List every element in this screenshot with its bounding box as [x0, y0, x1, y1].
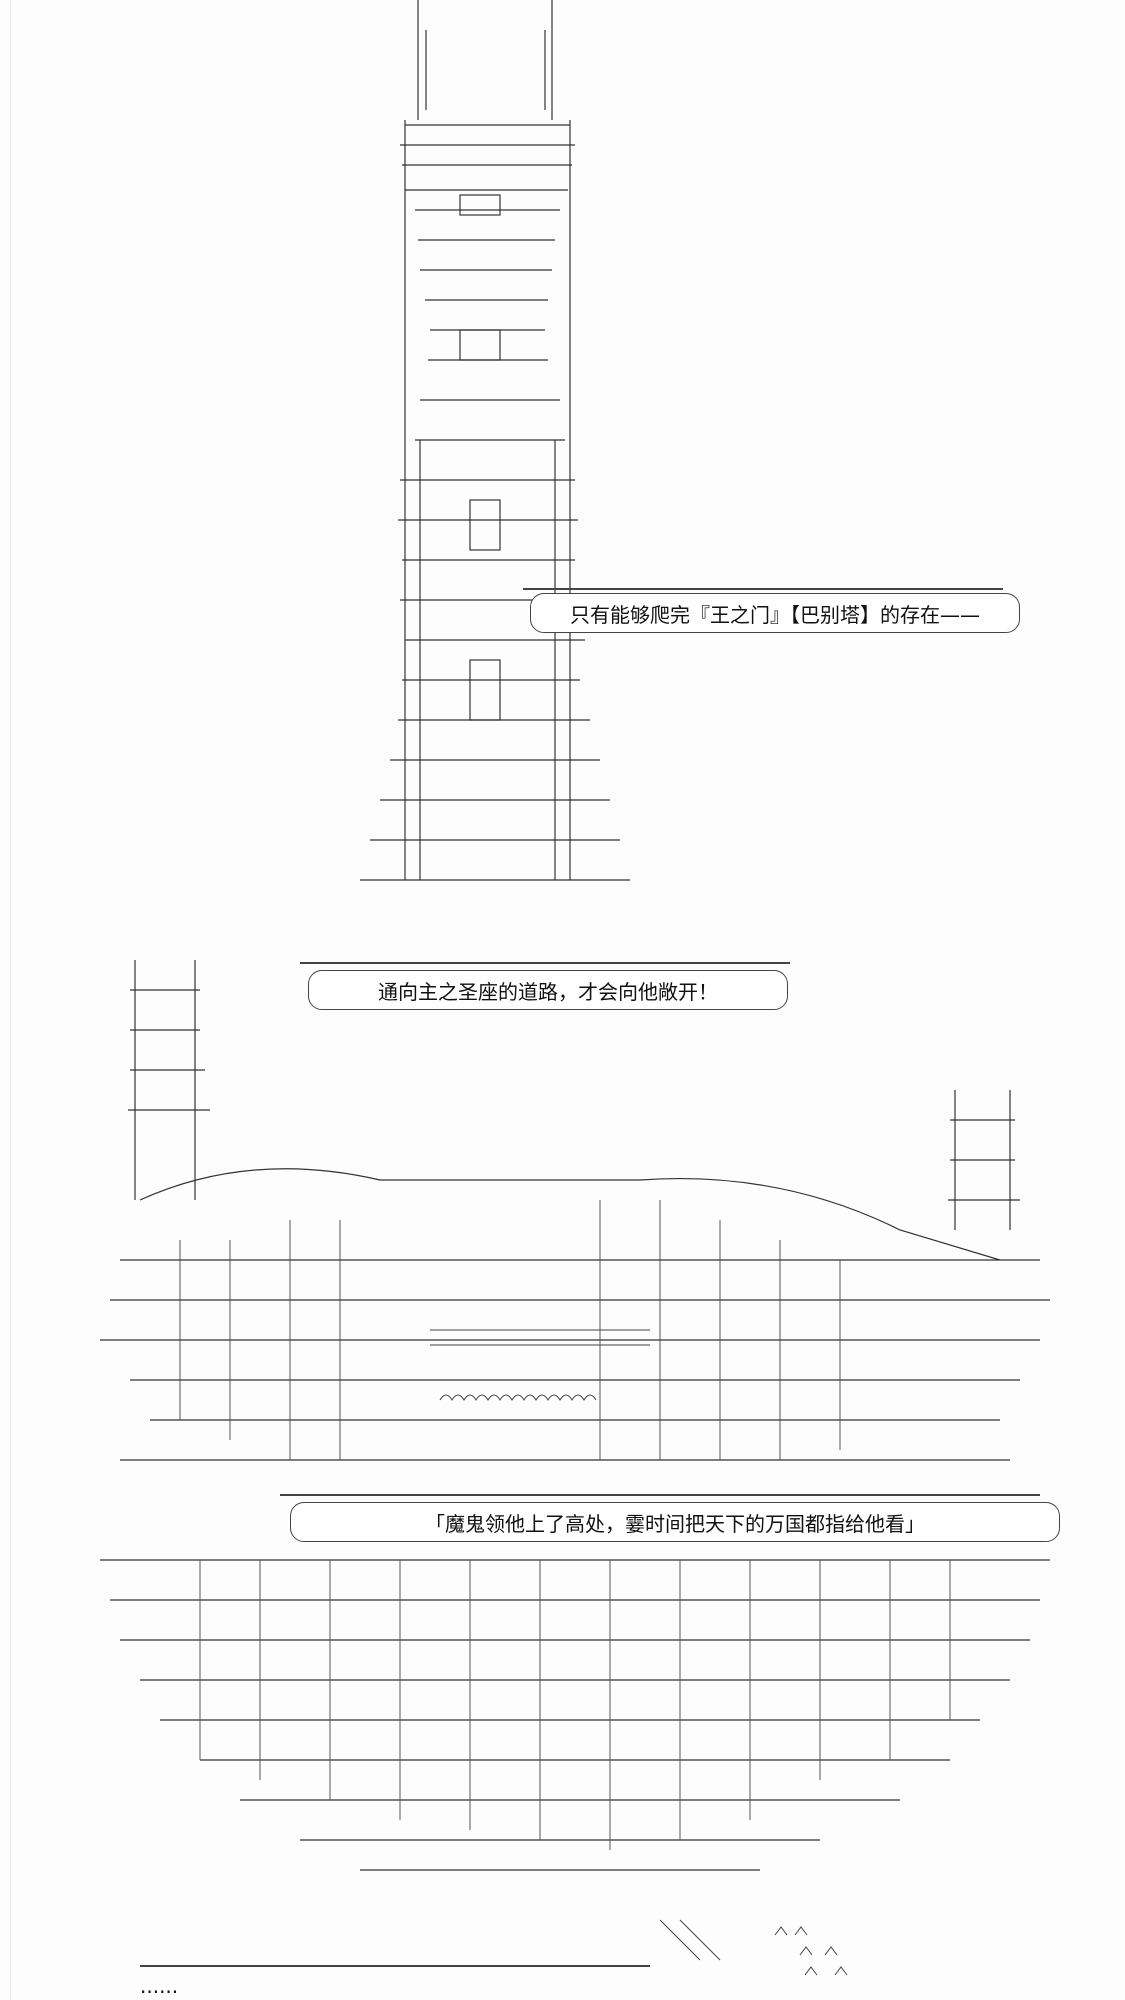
speech-bubble-3-text: 「魔鬼领他上了高处，霎时间把天下的万国都指给他看」 — [425, 1511, 925, 1536]
speech-bubble-2-text: 通向主之圣座的道路，才会向他敞开！ — [378, 979, 718, 1004]
bubble-1-tail-rule — [523, 588, 1003, 590]
speech-bubble-1: 只有能够爬完『王之门』【巴别塔】的存在—— — [530, 593, 1020, 633]
speech-bubble-2: 通向主之圣座的道路，才会向他敞开！ — [308, 970, 788, 1010]
speech-bubble-1-text: 只有能够爬完『王之门』【巴别塔】的存在—— — [570, 602, 980, 627]
speech-bubble-3: 「魔鬼领他上了高处，霎时间把天下的万国都指给他看」 — [290, 1502, 1060, 1542]
footer-bubble-rule — [140, 1965, 650, 1967]
bubble-2-tail-rule — [300, 962, 790, 964]
footer-bubble-text: ...... — [140, 1974, 179, 1998]
bubble-3-tail-rule — [280, 1494, 1040, 1496]
margin-rule — [10, 0, 11, 2000]
